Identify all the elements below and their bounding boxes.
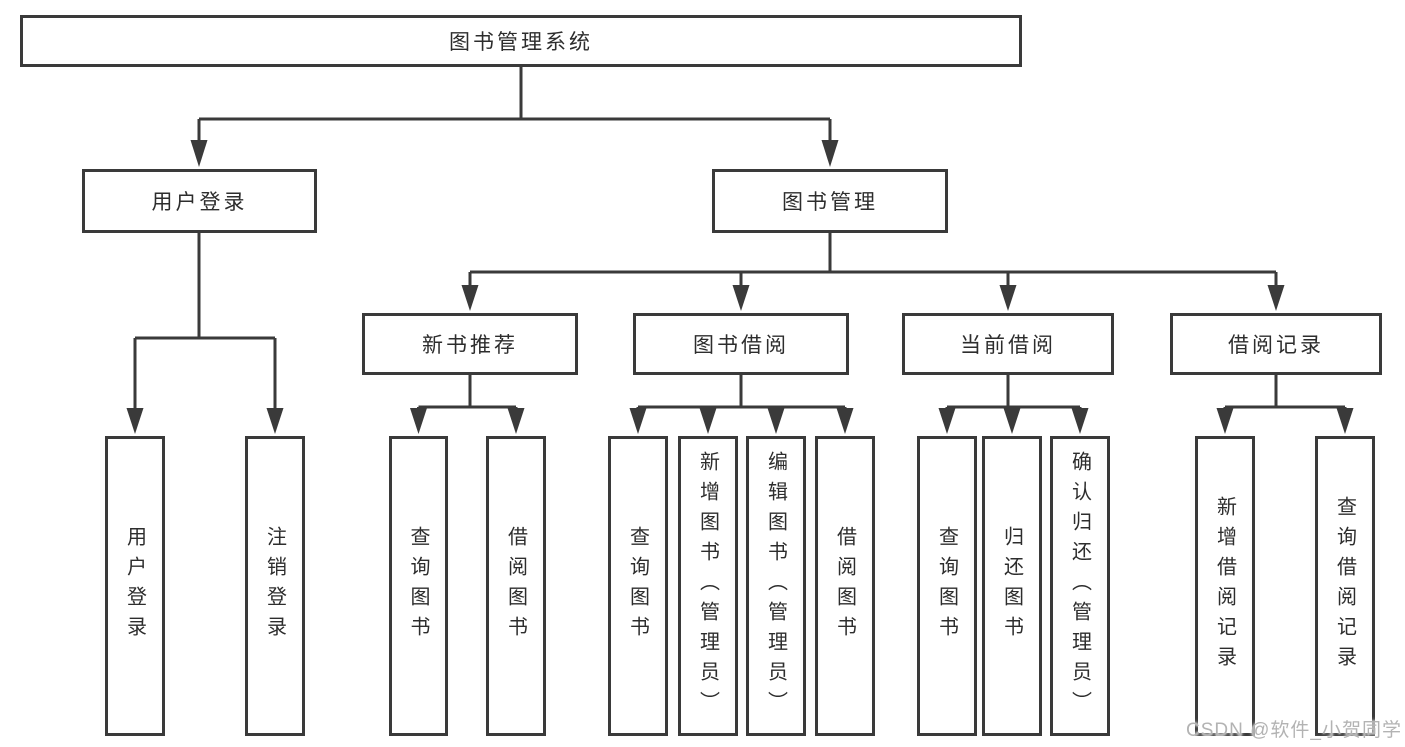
arrow-down-icon <box>999 285 1017 311</box>
node-new-book-recommend: 新书推荐 <box>362 313 578 375</box>
node-root-system: 图书管理系统 <box>20 15 1022 67</box>
leaf-return-books: 归还图书 <box>982 436 1042 736</box>
arrow-down-icon <box>507 408 525 434</box>
node-borrow-record: 借阅记录 <box>1170 313 1382 375</box>
leaf-query-borrow-record: 查询借阅记录 <box>1315 436 1375 736</box>
connector-borrow-record-to-leaves <box>1216 375 1354 434</box>
arrow-down-icon <box>699 408 717 434</box>
leaf-borrow-books-recommend: 借阅图书 <box>486 436 546 736</box>
leaf-user-login: 用户登录 <box>105 436 165 736</box>
arrow-down-icon <box>821 140 839 167</box>
leaf-query-books-borrow: 查询图书 <box>608 436 668 736</box>
arrow-down-icon <box>410 408 427 434</box>
leaf-add-borrow-record: 新增借阅记录 <box>1195 436 1255 736</box>
watermark: CSDN @软件_小贺同学 <box>1186 720 1402 741</box>
arrow-down-icon <box>767 408 785 434</box>
connector-user-login-to-leaves <box>126 233 284 434</box>
leaf-query-books-current: 查询图书 <box>917 436 977 736</box>
connector-book-borrow-to-leaves <box>629 375 854 434</box>
node-current-borrow: 当前借阅 <box>902 313 1114 375</box>
arrow-down-icon <box>1071 408 1089 434</box>
node-book-borrow: 图书借阅 <box>633 313 849 375</box>
node-book-management: 图书管理 <box>712 169 948 233</box>
leaf-borrow-books: 借阅图书 <box>815 436 875 736</box>
arrow-down-icon <box>461 285 479 311</box>
leaf-query-books-recommend: 查询图书 <box>389 436 448 736</box>
connector-current-borrow-to-leaves <box>938 375 1089 434</box>
connector-book-management-to-level3 <box>461 233 1285 311</box>
arrow-down-icon <box>732 285 750 311</box>
leaf-logout: 注销登录 <box>245 436 305 736</box>
arrow-down-icon <box>629 408 647 434</box>
connector-root-to-level2 <box>190 67 839 167</box>
leaf-edit-book-admin: 编辑图书（管理员） <box>746 436 806 736</box>
arrow-down-icon <box>1216 408 1234 434</box>
connector-new-book-to-leaves <box>410 375 525 434</box>
arrow-down-icon <box>1003 408 1021 434</box>
node-user-login: 用户登录 <box>82 169 317 233</box>
arrow-down-icon <box>266 408 284 434</box>
leaf-add-book-admin: 新增图书（管理员） <box>678 436 738 736</box>
arrow-down-icon <box>1267 285 1285 311</box>
arrow-down-icon <box>836 408 854 434</box>
arrow-down-icon <box>1336 408 1354 434</box>
arrow-down-icon <box>938 408 956 434</box>
arrow-down-icon <box>126 408 144 434</box>
leaf-confirm-return-admin: 确认归还（管理员） <box>1050 436 1110 736</box>
arrow-down-icon <box>190 140 208 167</box>
